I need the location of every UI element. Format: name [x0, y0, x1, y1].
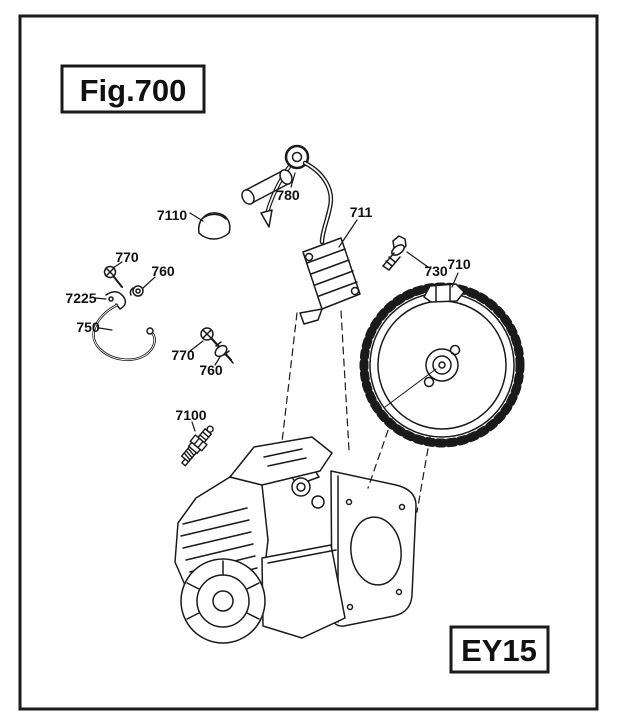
figure-title-box: Fig.700: [60, 64, 206, 114]
part-labels: 780 7110 711 770 760 7225 750 770 760 73…: [65, 187, 470, 423]
part-label-7100: 7100: [175, 407, 206, 423]
part-label-7110: 7110: [157, 207, 188, 223]
spark-plug-wire-drawing: [241, 144, 334, 245]
model-code: EY15: [461, 633, 537, 668]
part-label-730: 730: [424, 263, 448, 279]
rubber-cap-drawing: [197, 212, 231, 240]
part-label-7225: 7225: [65, 290, 96, 306]
flywheel-bolt-drawing: [382, 235, 407, 271]
upper-screw-set-drawing: [103, 265, 144, 297]
part-label-710: 710: [447, 256, 471, 272]
clamp-drawing: [105, 291, 127, 310]
engine-drawing: [174, 436, 417, 644]
drawing-root: 780 7110 711 770 760 7225 750 770 760 73…: [65, 144, 525, 644]
flywheel-drawing: [359, 282, 525, 448]
part-label-760-upper: 760: [151, 263, 175, 279]
stop-wire-drawing: [92, 303, 156, 361]
part-label-760-lower: 760: [199, 362, 223, 378]
assembly-guide-lines: [281, 310, 431, 513]
part-label-770-lower: 770: [171, 347, 195, 363]
spark-plug-drawing: [180, 425, 214, 467]
page-border: [18, 14, 599, 711]
figure-title: Fig.700: [80, 73, 187, 108]
part-label-780: 780: [276, 187, 300, 203]
model-code-box: EY15: [449, 625, 550, 674]
lower-screw-set-drawing: [200, 327, 234, 364]
part-label-711: 711: [350, 204, 373, 220]
part-label-770-upper: 770: [115, 249, 139, 265]
leader-lines: [94, 172, 459, 432]
part-label-750: 750: [76, 319, 100, 335]
ignition-coil-drawing: [299, 237, 361, 325]
